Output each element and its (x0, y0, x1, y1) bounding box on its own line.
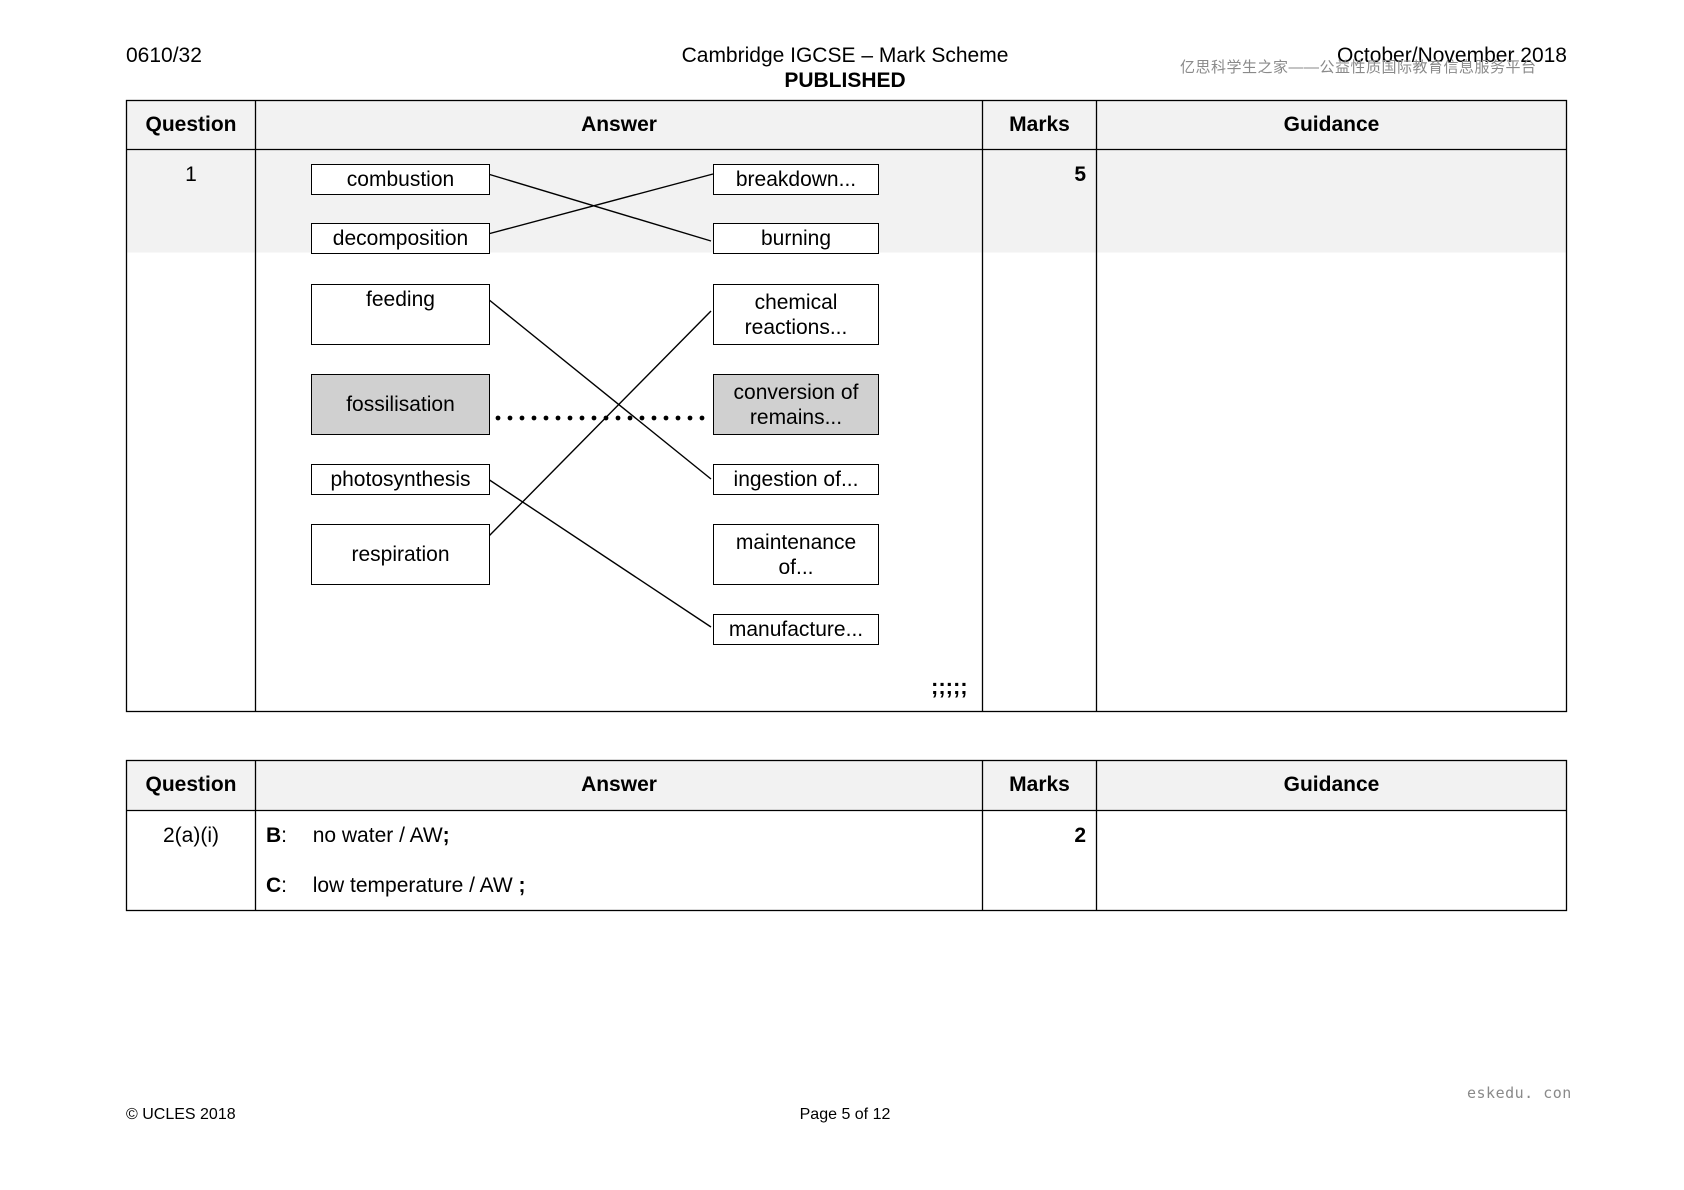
answer-label-b: B (266, 824, 282, 847)
header-answer-2: Answer (581, 773, 657, 796)
header-marks: Marks (1009, 113, 1070, 136)
question-number-2: 2(a)(i) (163, 824, 219, 847)
header-marks-2: Marks (1009, 773, 1070, 796)
definition-box-manufacture: manufacture... (713, 614, 879, 645)
header-question: Question (145, 113, 237, 136)
definition-box-ingestion: ingestion of... (713, 464, 879, 495)
term-box-combustion: combustion (311, 164, 490, 195)
term-box-fossilisation: fossilisation (311, 374, 490, 435)
header-question-2: Question (145, 773, 237, 796)
definition-box-chemical-reactions: chemical reactions... (713, 284, 879, 345)
link-photosynthesis-manufacture (487, 478, 712, 628)
page-number: Page 5 of 12 (799, 1106, 891, 1123)
answer-line-b: B: no water / AW; (266, 824, 450, 847)
term-box-decomposition: decomposition (311, 223, 490, 254)
link-decomposition-breakdown (487, 173, 714, 235)
copyright: © UCLES 2018 (126, 1106, 236, 1123)
link-feeding-ingestion (487, 298, 712, 480)
syllabus-code: 0610/32 (126, 44, 202, 67)
header-guidance-2: Guidance (1283, 773, 1380, 796)
example-dotted-link (483, 415, 705, 421)
answer-text-c: low temperature / AW (312, 874, 513, 897)
answer-label-c: C (266, 874, 282, 897)
header-answer: Answer (581, 113, 657, 136)
answer-text-b: no water / AW (312, 824, 443, 847)
definition-box-conversion-of-remains: conversion of remains... (713, 374, 879, 435)
definition-box-breakdown: breakdown... (713, 164, 879, 195)
link-combustion-burning (487, 173, 712, 242)
marks-value: 5 (1074, 163, 1086, 186)
header-guidance: Guidance (1283, 113, 1380, 136)
definition-box-maintenance: maintenance of... (713, 524, 879, 585)
link-respiration-chemical (487, 310, 712, 538)
term-box-photosynthesis: photosynthesis (311, 464, 490, 495)
site-watermark: eskedu. con (1467, 1084, 1572, 1102)
term-box-feeding: feeding (311, 284, 490, 345)
exam-session: October/November 2018 (1337, 44, 1567, 67)
question-number: 1 (185, 163, 197, 186)
mark-points: ;;;;; (931, 674, 968, 699)
marks-value-2: 2 (1074, 824, 1086, 847)
term-box-respiration: respiration (311, 524, 490, 585)
document-subtitle: PUBLISHED (784, 69, 906, 92)
definition-box-burning: burning (713, 223, 879, 254)
watermark-text: 亿思科学生之家——公益性质国际教育信息服务平台 (1180, 59, 1537, 76)
answer-line-c: C: low temperature / AW ; (266, 874, 526, 897)
document-title: Cambridge IGCSE – Mark Scheme (681, 44, 1009, 67)
